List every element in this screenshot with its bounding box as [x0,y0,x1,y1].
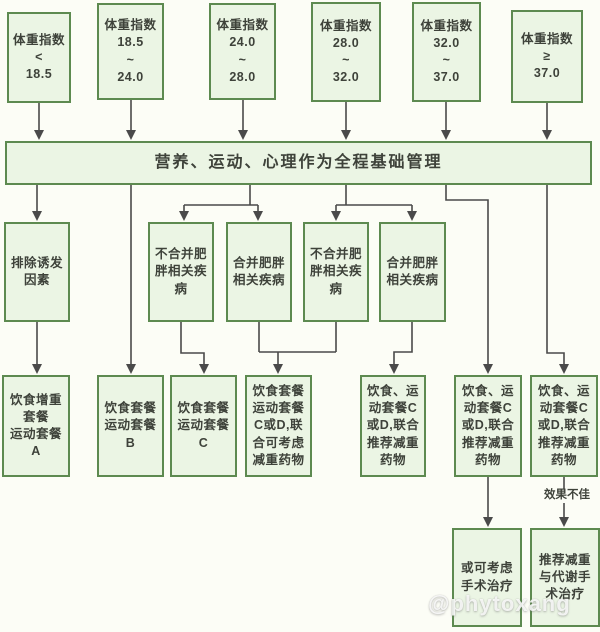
recommend-surgery-box: 推荐减重 与代谢手 术治疗 [530,528,600,627]
bmi-32-37-box: 体重指数 32.0 ~ 37.0 [412,2,481,102]
bmi-28-32-box: 体重指数 28.0 ~ 32.0 [311,2,381,102]
exclude-triggers-box: 排除诱发 因素 [4,222,70,322]
plan-cd-consider-drugs-box: 饮食套餐 运动套餐 C或D,联 合可考虑 减重药物 [245,375,312,477]
plan-c-box: 饮食套餐 运动套餐 C [170,375,237,477]
plan-cd-recommend-drugs-box-1: 饮食、运 动套餐C 或D,联合 推荐减重 药物 [360,375,426,477]
base-management-banner: 营养、运动、心理作为全程基础管理 [5,141,592,185]
bmi-18-5-24-box: 体重指数 18.5 ~ 24.0 [97,3,164,100]
bmi-over-37-box: 体重指数 ≥ 37.0 [511,10,583,103]
plan-b-box: 饮食套餐 运动套餐 B [97,375,164,477]
plan-cd-recommend-drugs-box-2: 饮食、运 动套餐C 或D,联合 推荐减重 药物 [454,375,522,477]
bmi-24-28-box: 体重指数 24.0 ~ 28.0 [209,3,276,100]
no-comorbidity-box-2: 不合并肥 胖相关疾 病 [303,222,369,322]
comorbidity-box-2: 合并肥胖 相关疾病 [379,222,446,322]
bmi-under-18-5-box: 体重指数 < 18.5 [7,12,71,103]
arrow-label-poor-effect: 效果不佳 [540,489,594,503]
comorbidity-box-1: 合并肥胖 相关疾病 [226,222,292,322]
plan-a-box: 饮食增重 套餐 运动套餐 A [2,375,70,477]
no-comorbidity-box-1: 不合并肥 胖相关疾 病 [148,222,214,322]
plan-cd-recommend-drugs-box-3: 饮食、运 动套餐C 或D,联合 推荐减重 药物 [530,375,598,477]
consider-surgery-box: 或可考虑 手术治疗 [452,528,522,627]
